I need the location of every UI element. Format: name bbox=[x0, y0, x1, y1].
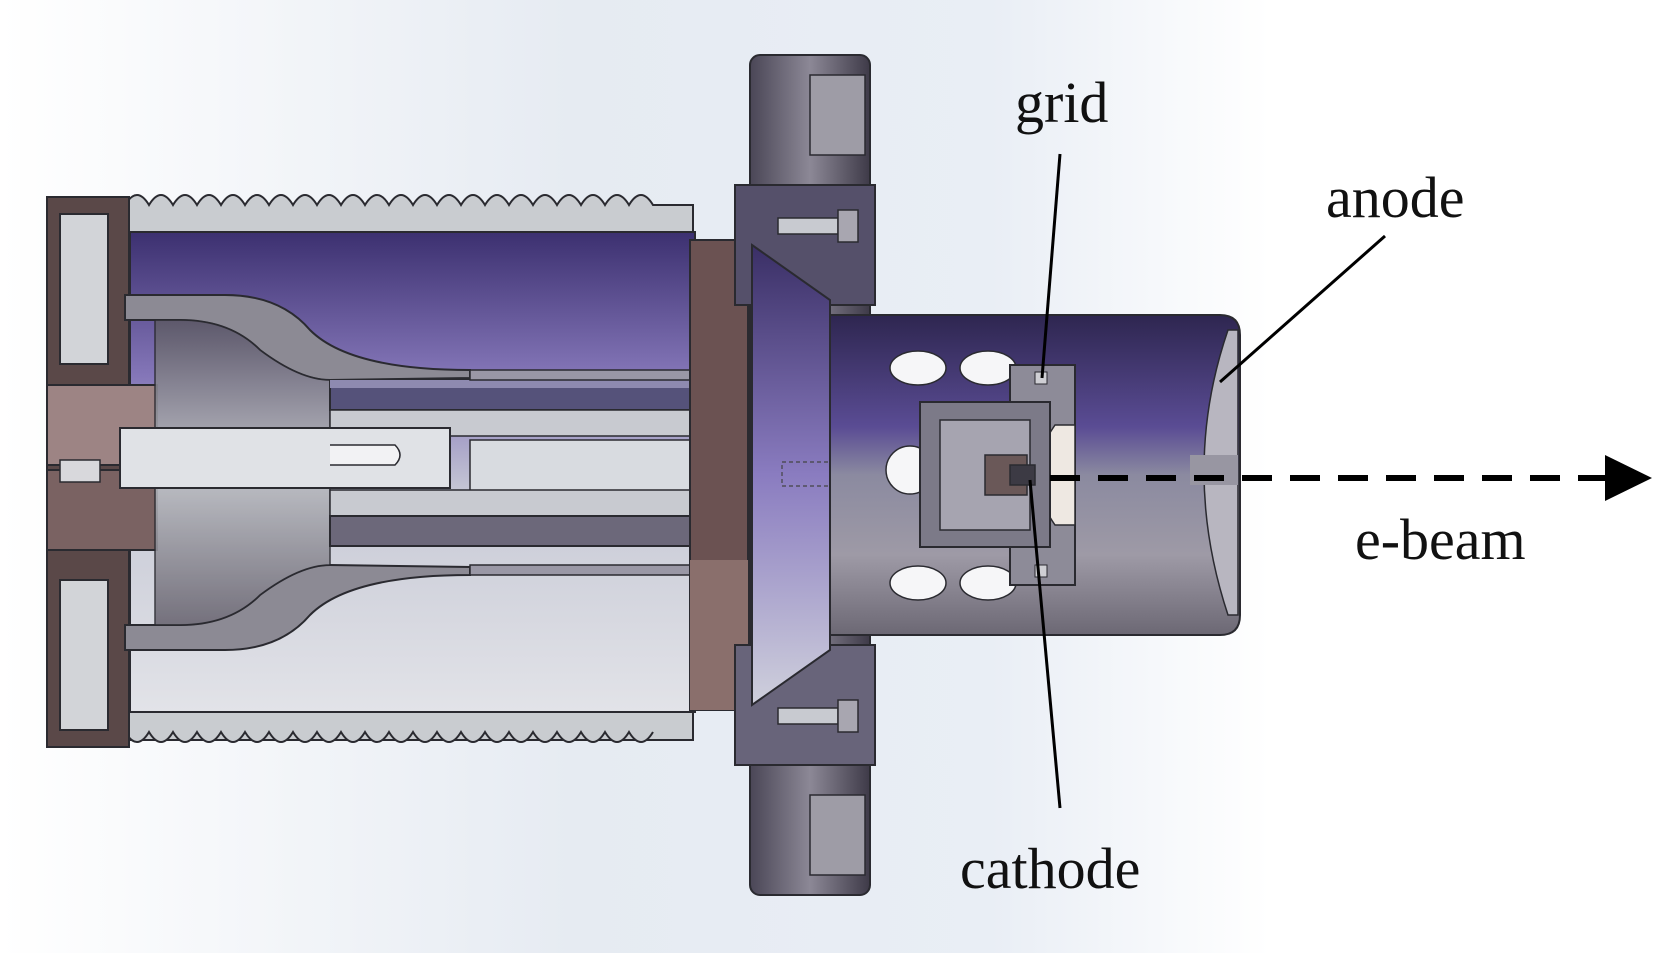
e-beam-arrowhead bbox=[1605, 455, 1652, 501]
anode-leader-line bbox=[1219, 234, 1386, 384]
grid-leader-line bbox=[1040, 153, 1062, 379]
leader-lines bbox=[1028, 153, 1386, 809]
spacer-ring bbox=[689, 239, 749, 711]
cathode-leader-line bbox=[1028, 479, 1062, 809]
left-end-cap bbox=[46, 196, 158, 748]
mounting-flange bbox=[734, 54, 876, 896]
label-e-beam: e-beam bbox=[1355, 507, 1526, 572]
grid-cathode-assembly bbox=[919, 364, 1076, 586]
label-cathode: cathode bbox=[960, 836, 1140, 901]
label-grid: grid bbox=[1015, 70, 1108, 135]
e-beam-arrow bbox=[1050, 455, 1652, 501]
label-anode: anode bbox=[1326, 165, 1465, 230]
